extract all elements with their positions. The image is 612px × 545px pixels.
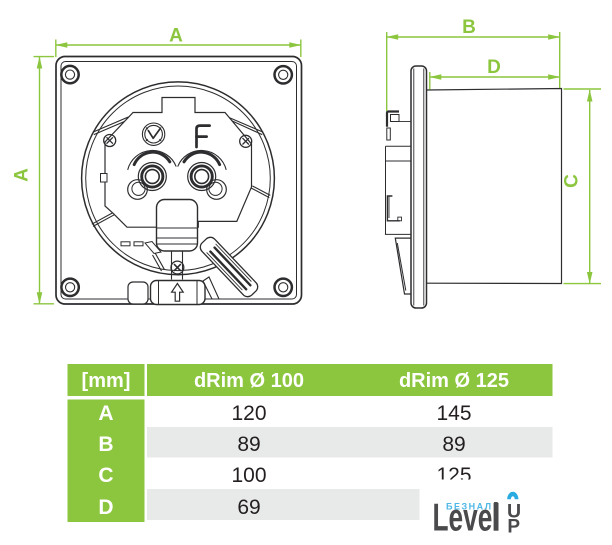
svg-text:dRim Ø 100: dRim Ø 100 [194,370,304,392]
svg-text:89: 89 [237,433,260,456]
svg-text:145: 145 [436,402,471,425]
svg-text:Level: Level [432,496,499,539]
svg-text:A: A [98,402,113,425]
svg-text:D: D [98,496,113,519]
svg-text:69: 69 [237,496,260,519]
svg-text:dRim Ø 125: dRim Ø 125 [399,370,509,392]
svg-text:120: 120 [231,402,266,425]
svg-text:C: C [562,174,583,188]
svg-text:B: B [462,17,476,38]
svg-text:P: P [507,516,520,537]
svg-text:[mm]: [mm] [82,370,131,392]
svg-text:100: 100 [231,464,266,487]
svg-text:БЕЗНАЛ: БЕЗНАЛ [446,501,493,511]
svg-text:A: A [169,26,183,47]
svg-text:U: U [507,501,521,523]
svg-text:C: C [98,464,113,487]
svg-text:B: B [98,433,113,456]
svg-text:D: D [487,57,501,78]
svg-text:89: 89 [442,433,465,456]
svg-text:A: A [12,168,33,182]
